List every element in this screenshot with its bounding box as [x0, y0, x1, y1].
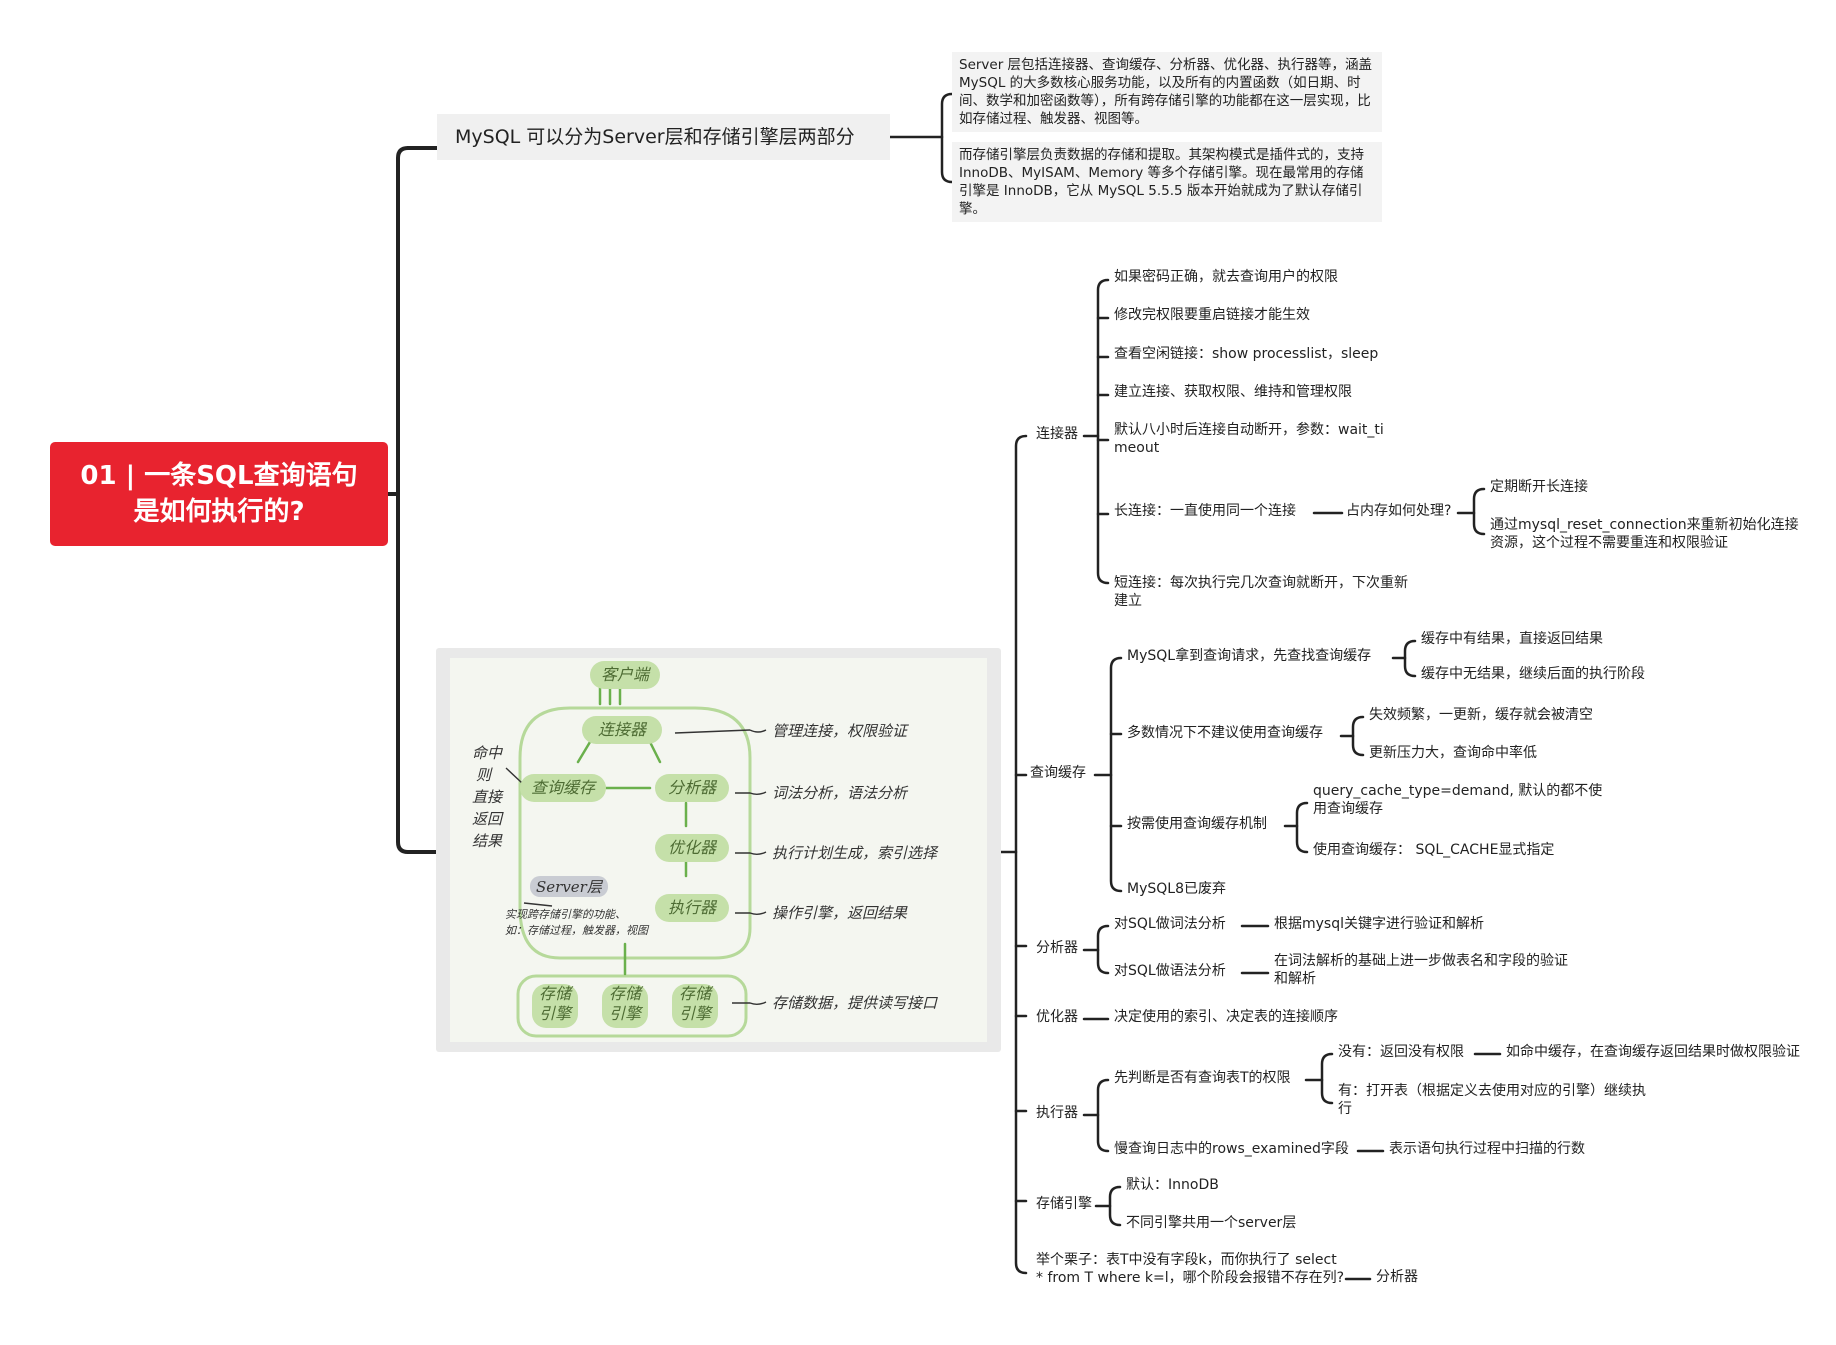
note-engine-layer[interactable]: 而存储引擎层负责数据的存储和提取。其架构模式是插件式的，支持 InnoDB、My… — [952, 142, 1382, 222]
sketch-hit-5: 结果 — [472, 832, 503, 850]
connector-item-5[interactable]: 默认八小时后连接自动断开，参数：wait_timeout — [1114, 422, 1384, 456]
sketch-engine-2: 存储引擎 — [602, 984, 648, 1028]
executor-no-permission[interactable]: 没有：返回没有权限 — [1338, 1044, 1464, 1060]
executor-rows-examined-detail[interactable]: 表示语句执行过程中扫描的行数 — [1389, 1141, 1585, 1157]
sketch-engine-3: 存储引擎 — [672, 984, 718, 1028]
topic-example[interactable]: 举个栗子：表T中没有字段k，而你执行了 select * from T wher… — [1036, 1252, 1345, 1286]
root-title-line1: 01 | 一条SQL查询语句 — [80, 461, 358, 491]
analyzer-syntax-detail[interactable]: 在词法解析的基础上进一步做表名和字段的验证和解析 — [1274, 953, 1568, 987]
cache-item-4[interactable]: MySQL8已废弃 — [1127, 881, 1226, 897]
analyzer-syntax[interactable]: 对SQL做语法分析 — [1114, 963, 1226, 979]
connector-item-1[interactable]: 如果密码正确，就去查询用户的权限 — [1114, 269, 1338, 285]
sketch-engine-note: 存储数据，提供读写接口 — [772, 994, 938, 1012]
cache-item-2a[interactable]: 失效频繁，一更新，缓存就会被清空 — [1369, 707, 1593, 723]
optimizer-detail[interactable]: 决定使用的索引、决定表的连接顺序 — [1114, 1009, 1338, 1025]
sketch-connector-note: 管理连接，权限验证 — [772, 722, 908, 740]
connector-long-question[interactable]: 占内存如何处理? — [1346, 503, 1452, 519]
executor-permission-check[interactable]: 先判断是否有查询表T的权限 — [1114, 1070, 1291, 1086]
topic-analyzer[interactable]: 分析器 — [1036, 940, 1078, 956]
sketch-engine-1: 存储引擎 — [532, 984, 578, 1028]
topic-executor[interactable]: 执行器 — [1036, 1105, 1078, 1121]
sketch-server-note-2: 如：存储过程，触发器，视图 — [505, 924, 648, 937]
sketch-lines — [505, 684, 767, 1038]
cache-item-2[interactable]: 多数情况下不建议使用查询缓存 — [1127, 725, 1323, 741]
executor-has-permission[interactable]: 有：打开表（根据定义去使用对应的引擎）继续执行 — [1338, 1083, 1646, 1117]
executor-cache-permission[interactable]: 如命中缓存，在查询缓存返回结果时做权限验证 — [1506, 1044, 1800, 1060]
sketch-paper: 客户端 连接器 查询缓存 分析器 优化器 执行器 存储引擎 存储引擎 存储引擎 … — [450, 658, 987, 1042]
sketch-hit-1: 命中 — [472, 744, 503, 762]
cache-item-2b[interactable]: 更新压力大，查询命中率低 — [1369, 745, 1537, 761]
sketch-hit-4: 返回 — [472, 810, 503, 828]
sketch-hit-2: 则 — [476, 766, 492, 784]
sketch-hit-3: 直接 — [472, 788, 503, 806]
engine-default[interactable]: 默认：InnoDB — [1126, 1177, 1219, 1193]
sketch-server-layer: Server层 — [530, 876, 608, 897]
topic-query-cache[interactable]: 查询缓存 — [1030, 765, 1086, 781]
connector-item-2[interactable]: 修改完权限要重启链接才能生效 — [1114, 307, 1310, 323]
analyzer-lexical[interactable]: 对SQL做词法分析 — [1114, 916, 1226, 932]
sketch-query-cache: 查询缓存 — [520, 774, 606, 802]
sketch-connector: 连接器 — [582, 716, 662, 744]
sketch-optimizer: 优化器 — [655, 834, 729, 862]
connector-item-3[interactable]: 查看空闲链接：show processlist，sleep — [1114, 346, 1379, 362]
engine-shared-server[interactable]: 不同引擎共用一个server层 — [1126, 1215, 1297, 1231]
cache-item-3a[interactable]: query_cache_type=demand, 默认的都不使用查询缓存 — [1313, 783, 1603, 817]
root-title-line2: 是如何执行的? — [133, 497, 305, 527]
topic-storage-engine[interactable]: 存储引擎 — [1036, 1196, 1092, 1212]
cache-item-1[interactable]: MySQL拿到查询请求，先查找查询缓存 — [1127, 648, 1372, 664]
cache-item-1a[interactable]: 缓存中有结果，直接返回结果 — [1421, 631, 1603, 647]
sketch-client: 客户端 — [590, 661, 660, 689]
architecture-sketch-image: 客户端 连接器 查询缓存 分析器 优化器 执行器 存储引擎 存储引擎 存储引擎 … — [436, 648, 1001, 1052]
sketch-analyzer: 分析器 — [655, 774, 729, 802]
note-server-layer[interactable]: Server 层包括连接器、查询缓存、分析器、优化器、执行器等，涵盖 MySQL… — [952, 52, 1382, 132]
cache-item-3[interactable]: 按需使用查询缓存机制 — [1127, 816, 1267, 832]
executor-rows-examined[interactable]: 慢查询日志中的rows_examined字段 — [1114, 1141, 1349, 1157]
topic-mysql-layers[interactable]: MySQL 可以分为Server层和存储引擎层两部分 — [437, 114, 890, 160]
connector-item-7[interactable]: 短连接：每次执行完几次查询就断开，下次重新建立 — [1114, 575, 1408, 609]
root-topic[interactable]: 01 | 一条SQL查询语句 是如何执行的? — [50, 442, 388, 546]
sketch-server-note-1: 实现跨存储引擎的功能、 — [505, 908, 626, 921]
analyzer-lexical-detail[interactable]: 根据mysql关键字进行验证和解析 — [1274, 916, 1484, 932]
connector-long-answer-1[interactable]: 定期断开长连接 — [1490, 479, 1588, 495]
sketch-optimizer-note: 执行计划生成，索引选择 — [772, 844, 938, 862]
cache-item-3b[interactable]: 使用查询缓存： SQL_CACHE显式指定 — [1313, 842, 1555, 858]
example-answer[interactable]: 分析器 — [1376, 1269, 1418, 1285]
connector-item-4[interactable]: 建立连接、获取权限、维持和管理权限 — [1114, 384, 1352, 400]
connector-long-answer-2[interactable]: 通过mysql_reset_connection来重新初始化连接资源，这个过程不… — [1490, 517, 1799, 551]
sketch-executor-note: 操作引擎，返回结果 — [772, 904, 908, 922]
topic-optimizer[interactable]: 优化器 — [1036, 1009, 1078, 1025]
connector-item-6[interactable]: 长连接：一直使用同一个连接 — [1114, 503, 1296, 519]
sketch-executor: 执行器 — [655, 894, 729, 922]
cache-item-1b[interactable]: 缓存中无结果，继续后面的执行阶段 — [1421, 666, 1645, 682]
sketch-analyzer-note: 词法分析，语法分析 — [772, 784, 908, 802]
topic-connector[interactable]: 连接器 — [1036, 426, 1078, 442]
